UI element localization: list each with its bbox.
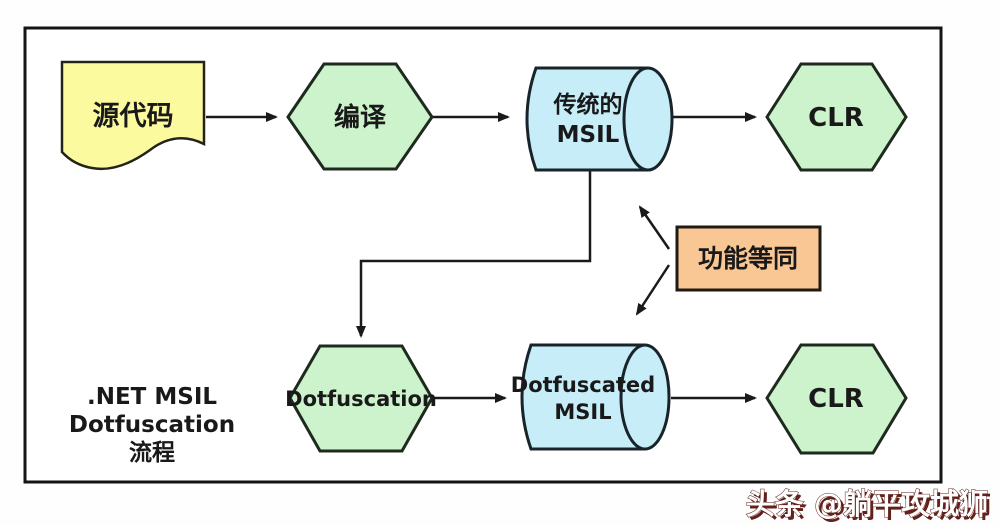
traditional-msil-label-line2: MSIL: [557, 122, 620, 148]
clr-top-label: CLR: [808, 103, 864, 133]
watermark-shadow-text: 头条 @躺平攻城狮: [749, 490, 991, 524]
arrow-msil-to-dotfuscation: [356, 171, 592, 338]
watermark-text: 头条 @躺平攻城狮: [746, 487, 988, 521]
source-document-shape: [60, 60, 206, 171]
source-label: 源代码: [93, 101, 174, 132]
dotfuscated-msil-label-line2: MSIL: [554, 400, 611, 424]
dotfuscated-msil-cylinder-rim: [619, 343, 646, 451]
traditional-msil-label-line1: 传统的: [553, 91, 623, 118]
watermark: 头条 @躺平攻城狮 头条 @躺平攻城狮: [745, 487, 991, 525]
equivalence-label: 功能等同: [698, 244, 798, 273]
clr-bottom-hexagon: [765, 343, 908, 455]
dotfuscation-hexagon: [288, 344, 434, 453]
arrow-equivalence-to-top-msil: [638, 205, 671, 250]
diagram-title-line3: 流程: [129, 439, 175, 466]
diagram-title-line2: Dotfuscation: [69, 412, 235, 438]
dotfuscated-msil-cylinder: [520, 343, 671, 451]
dotfuscated-msil-label-line1: Dotfuscated: [511, 373, 655, 397]
compile-label: 编译: [334, 102, 387, 133]
diagram-title-line1: .NET MSIL: [87, 384, 217, 410]
clr-bottom-label: CLR: [808, 384, 864, 414]
traditional-msil-cylinder-rim: [622, 66, 649, 172]
traditional-msil-cylinder: [525, 66, 674, 172]
clr-top-hexagon: [765, 62, 908, 172]
equivalence-box: [675, 225, 822, 292]
dotfuscation-label: Dotfuscation: [285, 387, 437, 411]
arrow-equivalence-to-bottom-msil: [635, 264, 671, 316]
compile-hexagon: [286, 62, 434, 171]
diagram-title: .NET MSIL Dotfuscation 流程: [69, 384, 235, 466]
